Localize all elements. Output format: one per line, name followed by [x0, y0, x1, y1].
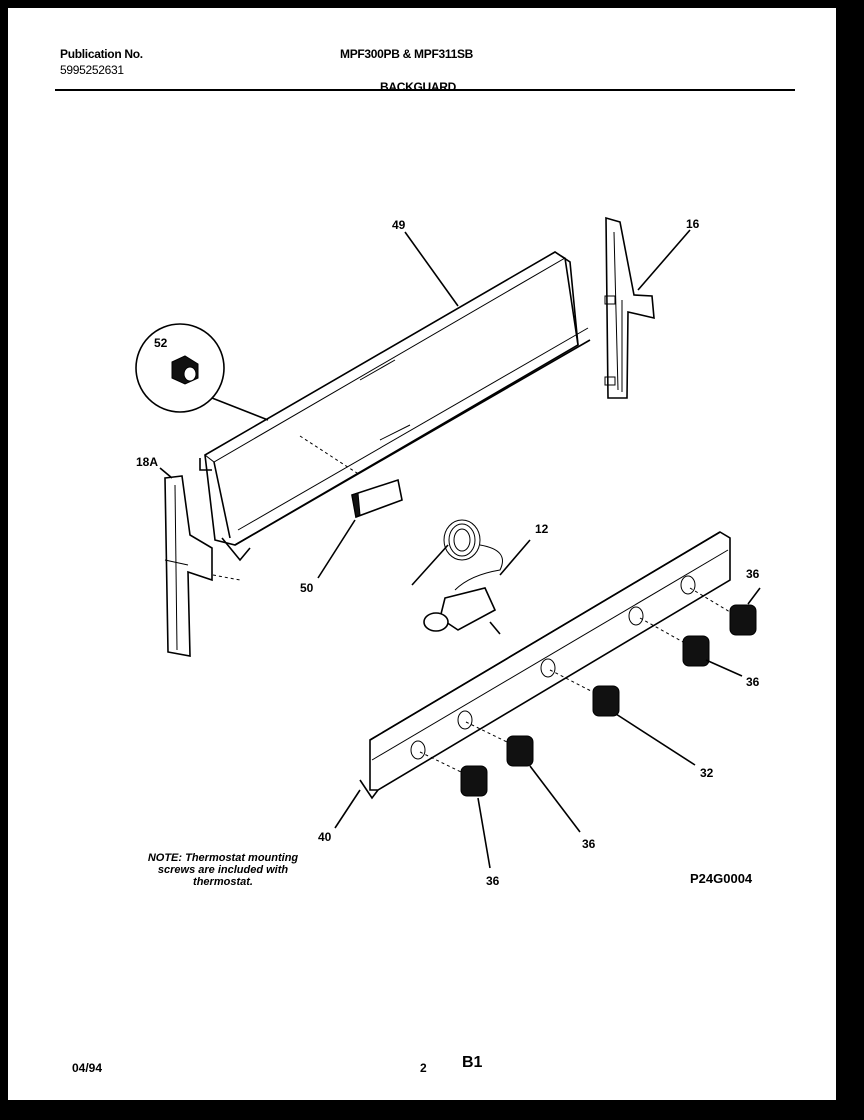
callout-36-top-right: 36	[746, 567, 760, 581]
part-18a-left-bracket	[164, 475, 241, 657]
callout-49: 49	[392, 218, 406, 232]
callout-52: 52	[154, 336, 168, 350]
part-40-control-panel	[334, 531, 731, 829]
part-52-nut-inset	[135, 323, 269, 421]
callout-16: 16	[686, 217, 700, 231]
knob-36-center-left	[465, 721, 581, 833]
knob-36-right	[639, 617, 743, 677]
callout-36-bottom-left: 36	[486, 874, 500, 888]
knob-36-top-right	[689, 587, 761, 636]
part-16-right-bracket	[604, 216, 655, 399]
part-50-small-bracket	[317, 478, 403, 579]
thermostat-note: NOTE: Thermostat mounting screws are inc…	[147, 852, 299, 888]
callout-36-center-left: 36	[582, 837, 596, 851]
callout-40: 40	[318, 830, 332, 844]
model-numbers: MPF300PB & MPF311SB	[340, 47, 474, 61]
knob-36-bottom-left	[419, 751, 491, 869]
publication-label: Publication No.	[60, 47, 143, 61]
callout-32: 32	[700, 766, 714, 780]
diagram-code: P24G0004	[690, 871, 753, 886]
footer-page: 2	[420, 1061, 427, 1075]
footer-date: 04/94	[72, 1061, 103, 1075]
part-12-thermostat	[411, 519, 531, 635]
callout-18a: 18A	[136, 455, 158, 469]
publication-number: 5995252631	[60, 63, 124, 77]
header-rule	[55, 89, 795, 91]
part-49-backguard-panel	[199, 251, 591, 562]
footer-code: B1	[462, 1054, 483, 1071]
callout-50: 50	[300, 581, 314, 595]
knob-32-center	[549, 669, 696, 766]
callout-36-right: 36	[746, 675, 760, 689]
callout-12: 12	[535, 522, 549, 536]
